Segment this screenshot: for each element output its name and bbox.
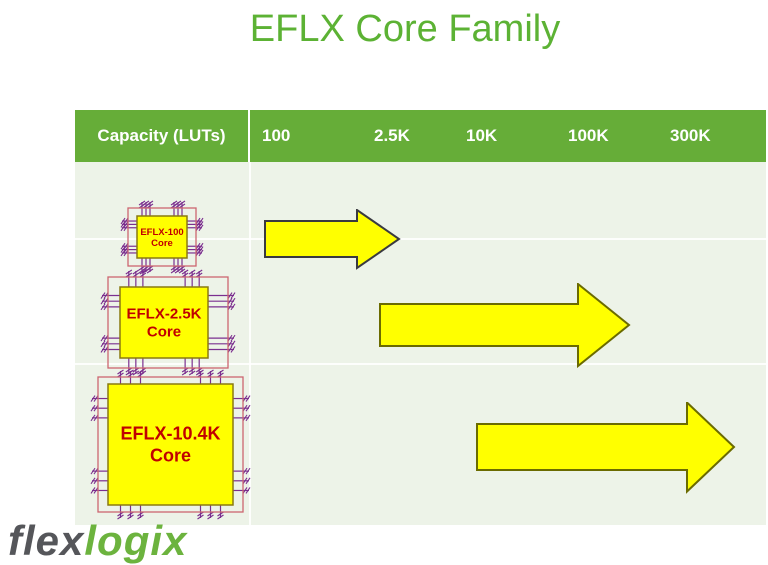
eflx-10.4k-range-arrow xyxy=(476,402,736,494)
logo-text-logix: logix xyxy=(84,517,188,564)
svg-text:EFLX-100: EFLX-100 xyxy=(140,227,183,238)
capacity-header-label: Capacity (LUTs) xyxy=(97,126,226,145)
eflx-2.5k-range-arrow xyxy=(379,283,631,369)
column-header-2.5k: 2.5K xyxy=(374,126,410,145)
capacity-columns: 100 2.5K 10K 100K 300K xyxy=(250,110,766,162)
svg-text:Core: Core xyxy=(150,446,191,466)
capacity-header-cell: Capacity (LUTs) xyxy=(75,110,250,162)
flex-logix-logo: flexlogix xyxy=(8,517,187,565)
svg-text:Core: Core xyxy=(147,324,181,341)
column-header-100: 100 xyxy=(262,126,291,145)
table-header-row: Capacity (LUTs) 100 2.5K 10K 100K 300K xyxy=(75,110,766,162)
svg-text:EFLX-2.5K: EFLX-2.5K xyxy=(126,306,201,323)
column-header-300k: 300K xyxy=(670,126,711,145)
column-header-100k: 100K xyxy=(568,126,609,145)
logo-text-flex: flex xyxy=(8,517,85,564)
slide-title: EFLX Core Family xyxy=(249,8,561,50)
row-divider-line-1 xyxy=(75,238,766,240)
svg-text:EFLX-10.4K: EFLX-10.4K xyxy=(120,424,220,444)
svg-text:Core: Core xyxy=(151,238,173,249)
row-divider-line-2 xyxy=(75,363,766,365)
eflx-100-range-arrow xyxy=(264,209,401,270)
column-divider-line xyxy=(249,162,251,525)
column-header-10k: 10K xyxy=(466,126,498,145)
